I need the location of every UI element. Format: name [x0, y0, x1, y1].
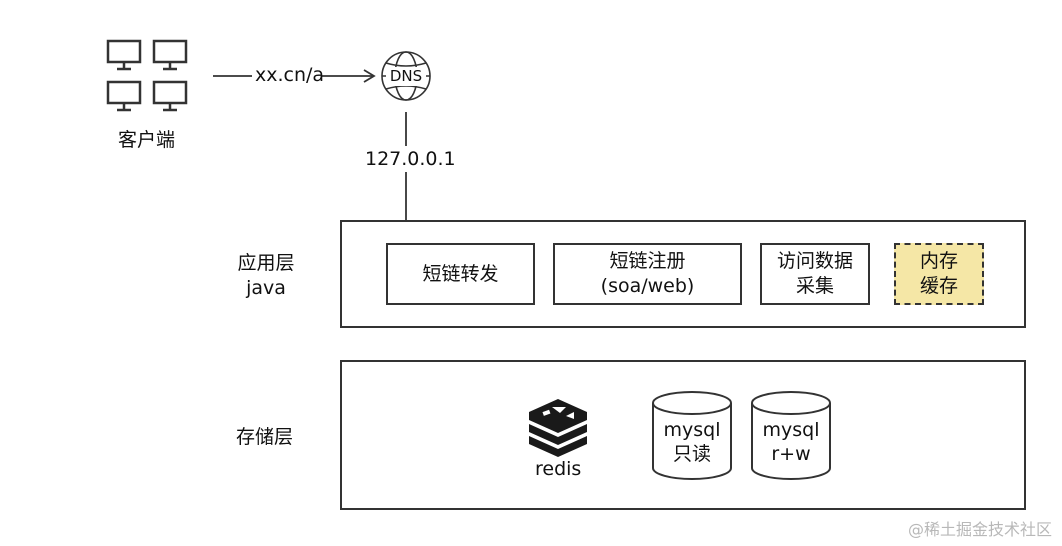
memory-cache-box: 内存 缓存 — [894, 243, 984, 305]
access-data-collection-label-line1: 访问数据 — [776, 250, 853, 272]
short-link-register-label-line1: 短链注册 — [609, 250, 686, 272]
resolved-ip-label: 127.0.0.1 — [365, 148, 456, 170]
app-layer-label: 应用层 java — [225, 251, 307, 301]
storage-layer-box — [340, 360, 1026, 510]
monitor-icon — [152, 39, 188, 71]
short-link-register-label-line2: (soa/web) — [600, 275, 695, 297]
dns-label: DNS — [389, 67, 423, 85]
monitor-icon — [106, 80, 142, 112]
request-url-label: xx.cn/a — [255, 64, 325, 86]
redis-label: redis — [535, 458, 582, 480]
app-layer-label-line1: 应用层 — [237, 252, 295, 274]
client-computers-icon — [106, 39, 188, 112]
mysql-readonly-label-line1: mysql — [663, 419, 721, 441]
dns-label-backdrop — [386, 67, 426, 86]
short-link-forward-box: 短链转发 — [386, 243, 535, 305]
short-link-forward-label: 短链转发 — [422, 262, 499, 285]
access-data-collection-label-line2: 采集 — [795, 275, 834, 297]
short-link-register-box: 短链注册 (soa/web) — [553, 243, 742, 305]
memory-cache-label-line2: 缓存 — [919, 275, 958, 297]
access-data-collection-box: 访问数据 采集 — [760, 243, 870, 305]
mysql-readwrite-cylinder — [751, 391, 831, 480]
monitor-icon — [152, 80, 188, 112]
storage-layer-label: 存储层 — [236, 426, 294, 448]
mysql-readonly-label: mysql 只读 — [653, 418, 731, 466]
mysql-readonly-cylinder — [652, 391, 732, 480]
mysql-readonly-label-line2: 只读 — [672, 443, 711, 465]
monitor-icon — [106, 39, 142, 71]
mysql-readwrite-label-line1: mysql — [762, 419, 820, 441]
watermark: @稀土掘金技术社区 — [907, 520, 1052, 539]
mysql-readwrite-label: mysql r+w — [752, 418, 830, 466]
redis-logo-icon — [529, 399, 587, 457]
mysql-readwrite-label-line2: r+w — [771, 443, 811, 465]
app-layer-label-line2: java — [246, 277, 286, 299]
client-label: 客户端 — [118, 129, 176, 151]
memory-cache-label-line1: 内存 — [919, 250, 958, 272]
